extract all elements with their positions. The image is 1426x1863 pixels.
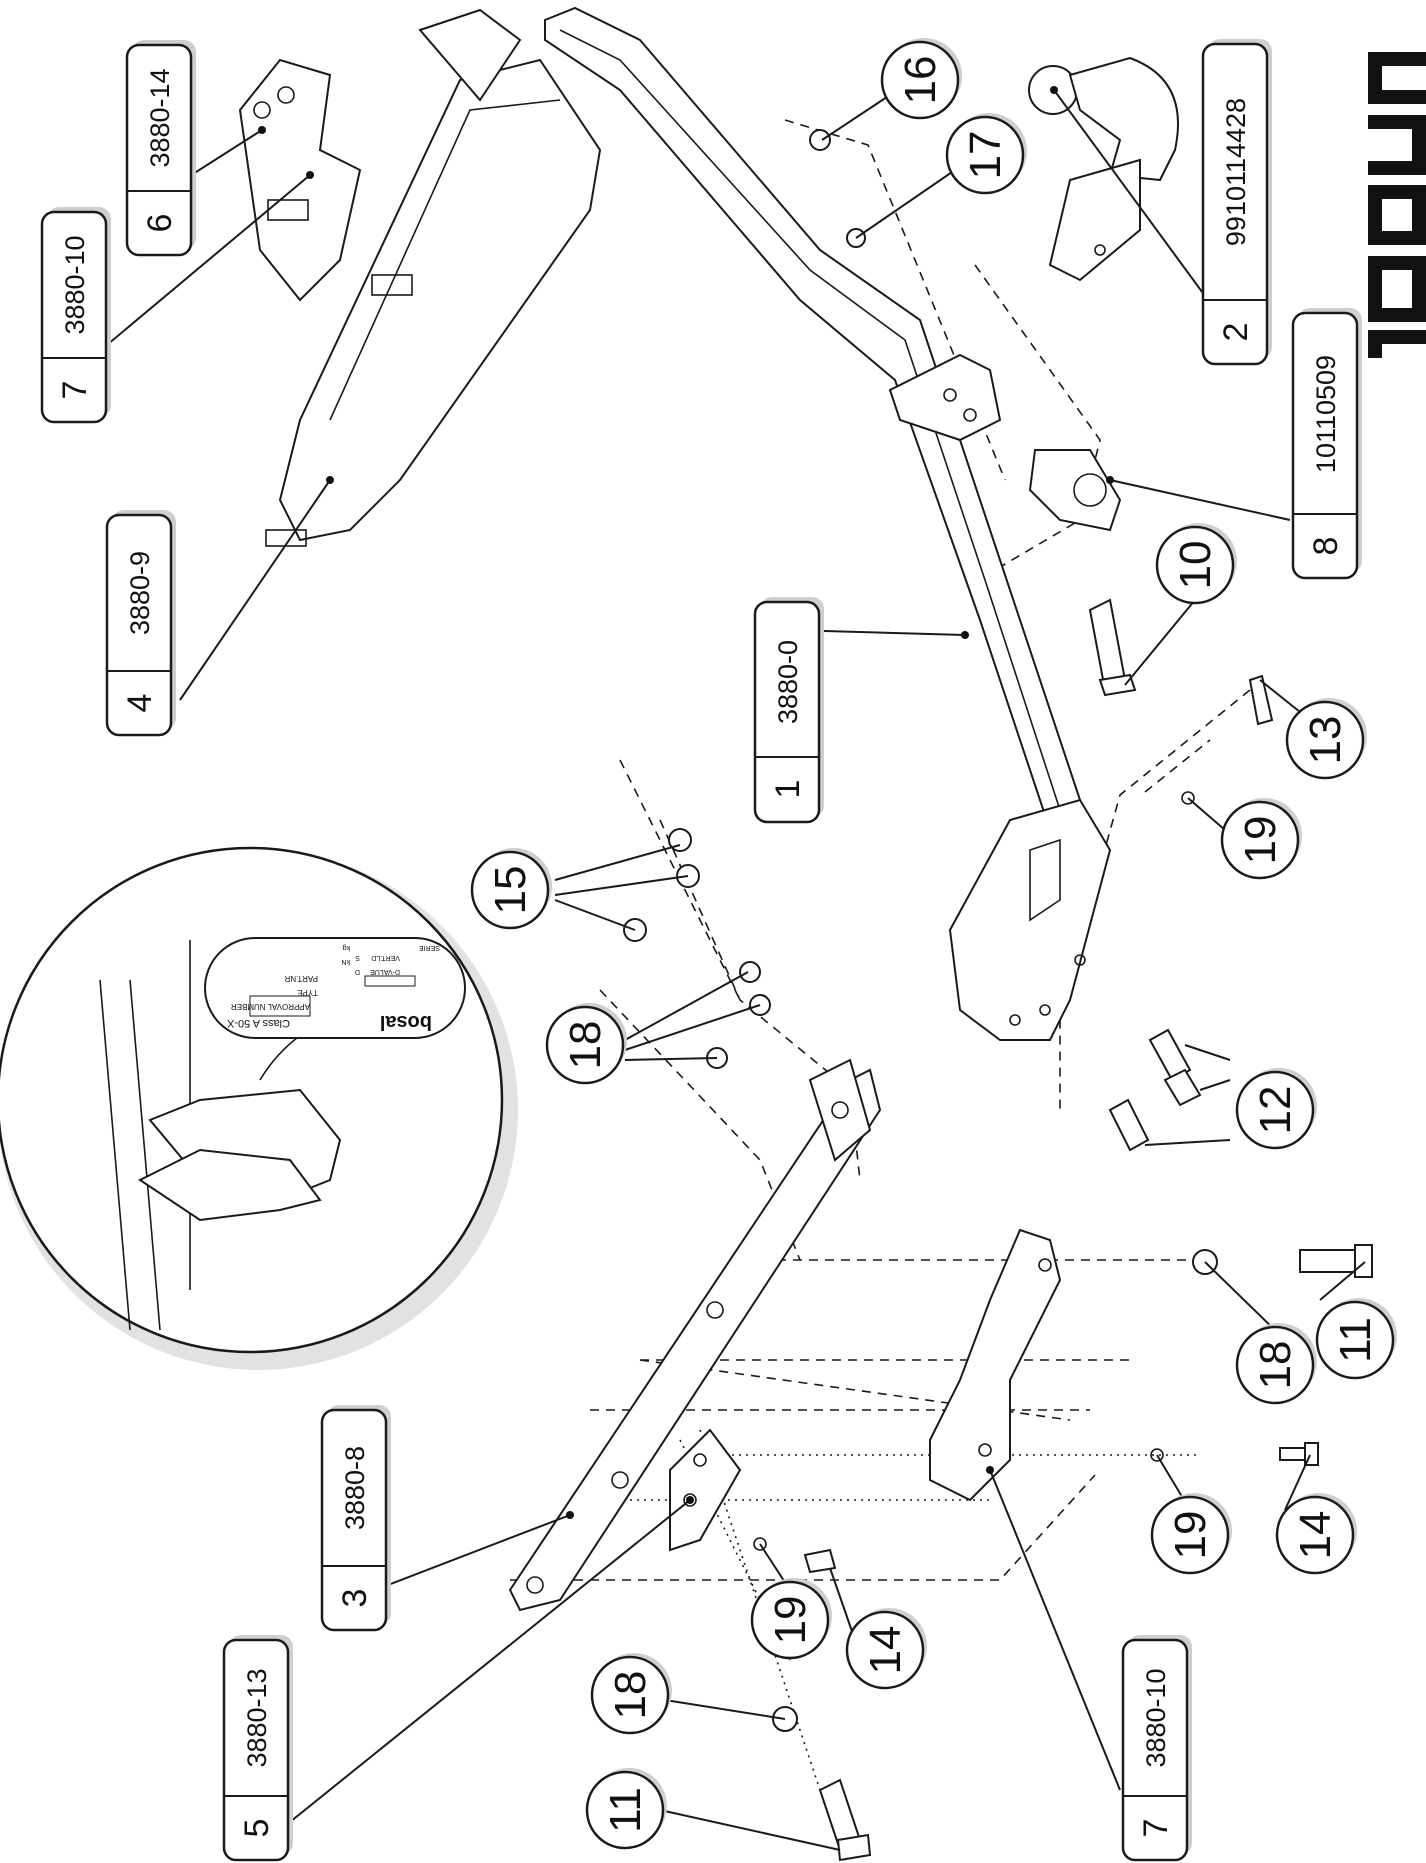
side-member-right xyxy=(508,1058,882,1612)
svg-text:11: 11 xyxy=(601,1787,650,1833)
tag-number: 7 xyxy=(1137,1819,1175,1838)
callout-19-lower: 19 xyxy=(750,1578,832,1660)
callout-18-upper: 18 xyxy=(545,1003,627,1085)
tag-code: 10110509 xyxy=(1311,355,1341,473)
tag-number: 7 xyxy=(56,381,94,400)
callout-14-right: 14 xyxy=(1275,1493,1357,1575)
plate-approval: APPROVAL NUMBER xyxy=(231,1002,310,1011)
svg-text:19: 19 xyxy=(766,1596,815,1645)
plate-d: D xyxy=(355,968,360,975)
tag-number: 2 xyxy=(1217,323,1255,342)
tag-number: 4 xyxy=(121,694,159,713)
callout-16: 16 xyxy=(880,38,962,120)
callout-17: 17 xyxy=(945,113,1027,195)
label-tag-5: 5 3880-13 xyxy=(222,1635,293,1862)
plate-kn: kN xyxy=(341,958,350,965)
tag-code: 3880-10 xyxy=(60,235,90,334)
main-crossbar xyxy=(544,6,1112,1041)
svg-text:19: 19 xyxy=(1166,1511,1215,1560)
plate-class: Class A 50-X xyxy=(226,1017,290,1029)
callout-15: 15 xyxy=(470,848,552,930)
callout-19-right: 19 xyxy=(1150,1493,1232,1575)
tag-code: 3880-14 xyxy=(145,68,175,167)
label-tag-8: 8 10110509 xyxy=(1291,308,1362,580)
bracket-5 xyxy=(669,1428,742,1552)
label-tag-3: 3 3880-8 xyxy=(320,1405,391,1632)
callout-11-lower: 11 xyxy=(585,1768,667,1850)
bracket-7-lower xyxy=(929,1228,1062,1502)
svg-text:17: 17 xyxy=(961,131,1010,180)
svg-text:11: 11 xyxy=(1331,1317,1380,1363)
plate-kg: kg xyxy=(343,944,351,951)
tag-code: 3880-10 xyxy=(1141,1668,1171,1767)
svg-text:14: 14 xyxy=(861,1626,910,1675)
tow-ball xyxy=(1028,56,1179,282)
callout-13: 13 xyxy=(1285,698,1367,780)
svg-text:19: 19 xyxy=(1236,816,1285,865)
type-plate: bosal Class A 50-X APPROVAL NUMBER TYPE … xyxy=(204,937,466,1039)
svg-text:15: 15 xyxy=(486,866,535,915)
label-tag-2: 2 9910114428 xyxy=(1201,39,1272,366)
callout-10: 10 xyxy=(1155,523,1237,605)
svg-text:13: 13 xyxy=(1301,716,1350,765)
tag-code: 9910114428 xyxy=(1221,98,1251,246)
label-tag-7b: 7 3880-10 xyxy=(1121,1635,1192,1862)
plate-s: S xyxy=(355,954,360,961)
callout-19-upper: 19 xyxy=(1220,798,1302,880)
tag-number: 5 xyxy=(238,1819,276,1838)
tag-code: 3880-8 xyxy=(340,1446,370,1530)
tag-number: 1 xyxy=(769,780,807,799)
callout-14-lower: 14 xyxy=(845,1608,927,1690)
assembly-lines xyxy=(510,119,1251,1851)
label-tag-7a: 7 3880-10 xyxy=(40,207,111,424)
svg-text:12: 12 xyxy=(1251,1086,1300,1135)
plate-type: TYPE xyxy=(297,988,318,997)
callout-18-lower: 18 xyxy=(590,1653,672,1735)
side-member-left xyxy=(238,8,602,547)
svg-text:18: 18 xyxy=(561,1021,610,1070)
plate-vertld: VERT.LD xyxy=(371,954,400,961)
plate-dvalue: D-VALUE xyxy=(370,968,400,975)
callout-18-right: 18 xyxy=(1235,1323,1317,1405)
callout-12: 12 xyxy=(1235,1068,1317,1150)
tag-code: 3880-13 xyxy=(242,1668,272,1767)
tag-number: 6 xyxy=(141,214,179,233)
tag-code: 3880-0 xyxy=(773,640,803,724)
plate-partnr: PART.NR xyxy=(284,974,318,983)
plate-brand: bosal xyxy=(380,1011,432,1033)
label-tag-6: 6 3880-14 xyxy=(125,40,196,257)
svg-text:18: 18 xyxy=(606,1671,655,1720)
bosal-logo xyxy=(1368,52,1426,358)
tag-code: 3880-9 xyxy=(125,551,155,635)
tag-number: 3 xyxy=(336,1589,374,1608)
callout-11-right: 11 xyxy=(1315,1298,1397,1380)
svg-text:18: 18 xyxy=(1251,1341,1300,1390)
plate-serie: SERIE xyxy=(419,944,440,951)
detail-magnifier: bosal Class A 50-X APPROVAL NUMBER TYPE … xyxy=(0,846,518,1370)
svg-text:16: 16 xyxy=(896,56,945,105)
socket-plate xyxy=(1028,449,1122,532)
svg-text:10: 10 xyxy=(1171,541,1220,590)
label-tag-1: 1 3880-0 xyxy=(753,597,824,824)
label-tag-4: 4 3880-9 xyxy=(105,510,176,737)
tag-number: 8 xyxy=(1307,537,1345,556)
svg-text:14: 14 xyxy=(1291,1511,1340,1560)
